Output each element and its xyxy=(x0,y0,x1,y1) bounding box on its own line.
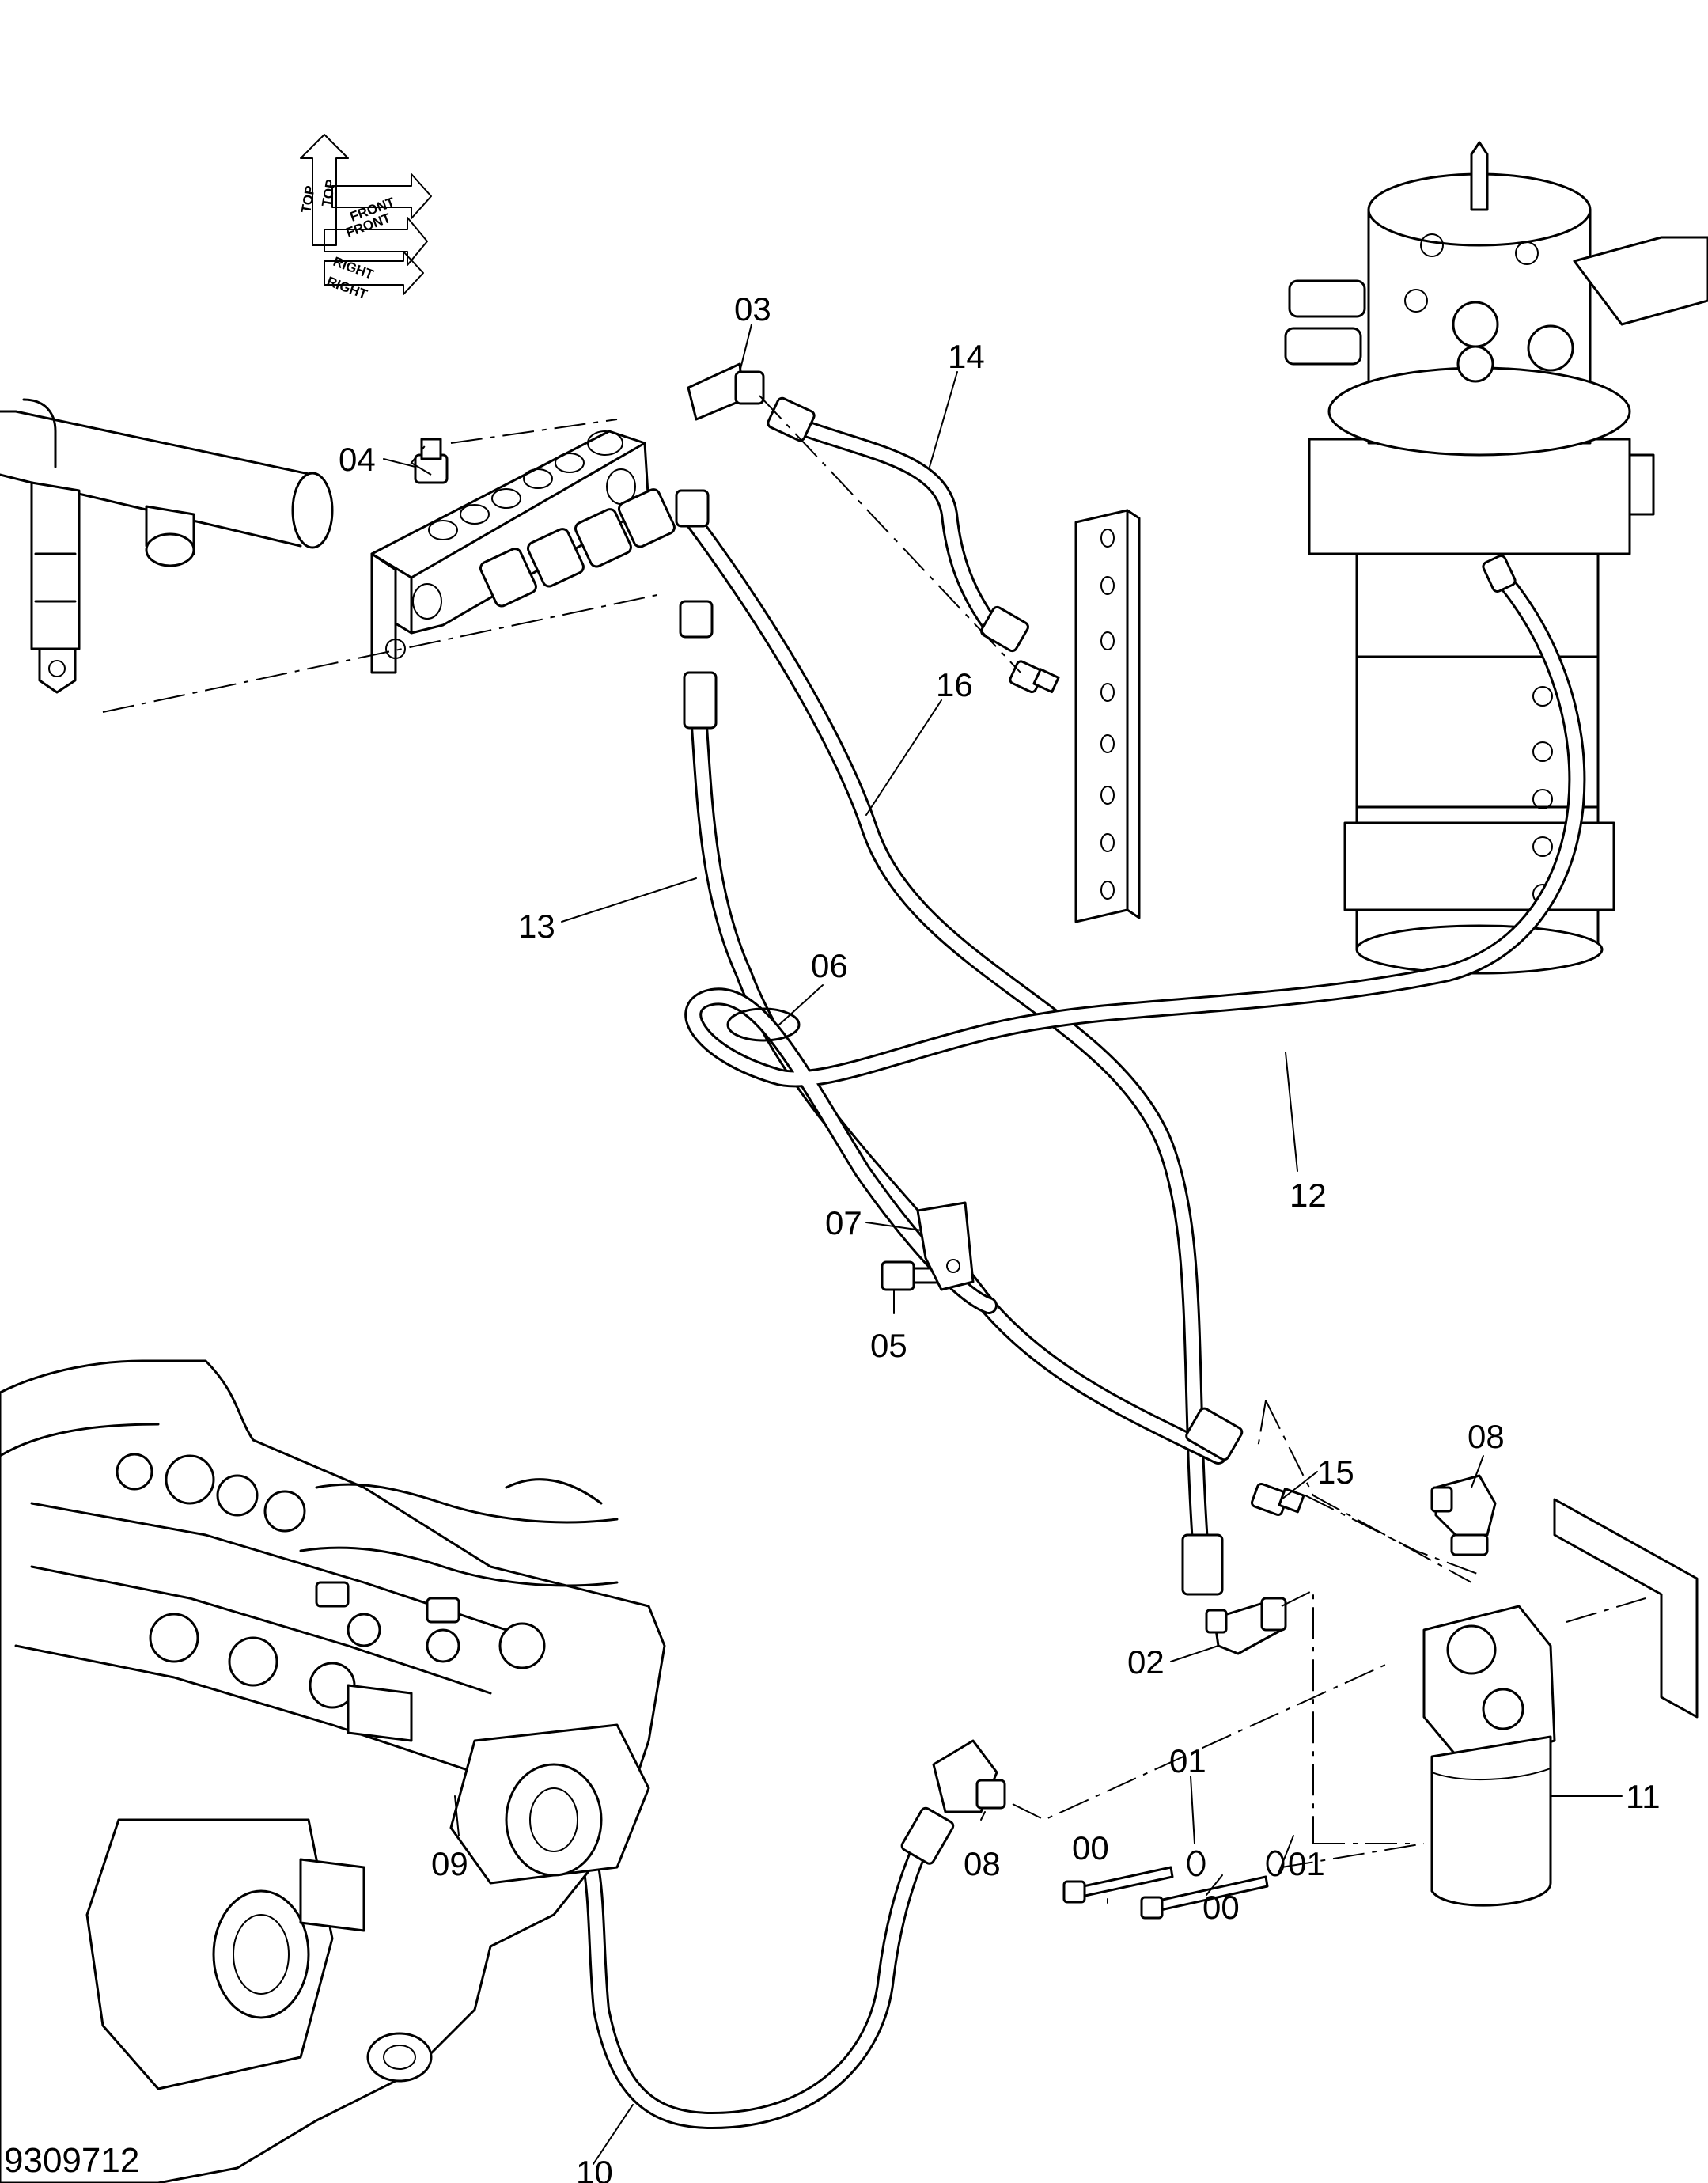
plate-holes xyxy=(1100,529,1115,900)
callout-09: 09 xyxy=(431,1845,468,1882)
callout-13: 13 xyxy=(518,908,555,945)
elbow-fitting-08-bottom xyxy=(932,1739,1006,1813)
mounting-plate xyxy=(1074,509,1141,923)
callout-10: 10 xyxy=(576,2154,613,2183)
callout-06: 06 xyxy=(811,947,848,984)
direction-label-top: TOP xyxy=(298,184,318,214)
reference-lines xyxy=(102,395,1646,1868)
callout-11: 11 xyxy=(1626,1778,1661,1815)
callout-02: 02 xyxy=(1127,1643,1165,1681)
elbow-fitting-08-top xyxy=(1430,1474,1497,1556)
hoses xyxy=(561,415,1586,2129)
hose-16 xyxy=(680,506,1211,1583)
adapter-fitting-plate xyxy=(1009,660,1060,694)
hose-10 xyxy=(561,1811,938,2129)
callout-16: 16 xyxy=(936,666,973,703)
callout-01-top: 01 xyxy=(1169,1742,1206,1779)
callout-12: 12 xyxy=(1290,1177,1327,1214)
callout-05: 05 xyxy=(870,1327,907,1364)
callout-04: 04 xyxy=(339,441,376,478)
elbow-fitting-03 xyxy=(687,362,765,421)
callout-01-bottom: 01 xyxy=(1288,1845,1325,1882)
adapter-fitting-15 xyxy=(1250,1482,1305,1517)
hose-14 xyxy=(782,415,1005,642)
tee-fitting-02 xyxy=(1205,1597,1287,1655)
callout-00-right: 00 xyxy=(1202,1889,1240,1926)
leader-lines xyxy=(383,324,1623,2165)
callout-08-top: 08 xyxy=(1468,1418,1505,1455)
bracket-07 xyxy=(916,1201,975,1291)
bolt-05 xyxy=(881,1260,939,1291)
adapter-fitting-04 xyxy=(414,438,449,484)
callout-08-bottom: 08 xyxy=(964,1845,1001,1882)
line-filter-11 xyxy=(1422,1498,1699,1907)
callout-07: 07 xyxy=(825,1204,862,1241)
pump-engine-assembly xyxy=(0,1359,666,2183)
orientation-indicator: TOP TOP FRONT FRONT RIGHT RIGHT xyxy=(298,134,432,302)
solenoid-coils xyxy=(479,488,676,608)
clamp-06 xyxy=(726,1007,801,1042)
swivel-joint xyxy=(1284,141,1708,975)
bolts-00 xyxy=(1062,1866,1269,1920)
boom-pipe-assembly xyxy=(0,398,334,694)
swivel-port-bank xyxy=(1284,233,1574,383)
valve-ports xyxy=(412,430,636,620)
solenoid-valve-block xyxy=(370,430,676,674)
callout-15: 15 xyxy=(1317,1453,1354,1491)
hose-fittings xyxy=(552,396,1517,1865)
callout-03: 03 xyxy=(734,290,771,328)
callout-00-left: 00 xyxy=(1072,1829,1109,1867)
washers-01 xyxy=(1187,1850,1285,1877)
callout-labels: 03 04 14 16 13 06 12 07 05 08 15 02 01 1… xyxy=(339,290,1661,2183)
figure-id: 9309712 xyxy=(4,2141,139,2180)
callout-14: 14 xyxy=(948,338,985,375)
hose-12 xyxy=(684,561,1586,1314)
